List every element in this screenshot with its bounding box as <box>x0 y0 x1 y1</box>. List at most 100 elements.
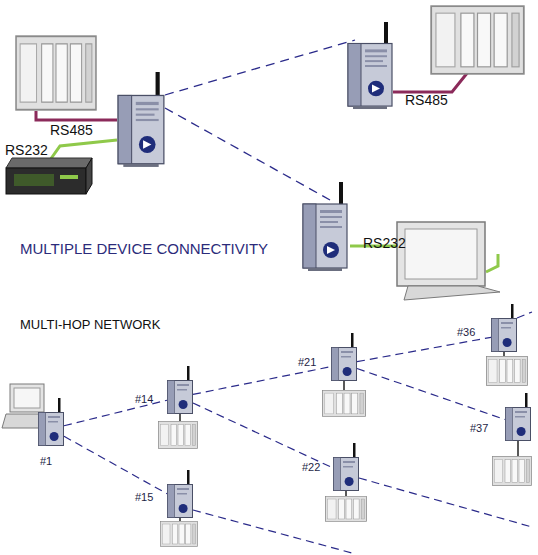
radio-modem <box>303 182 347 271</box>
modem-outline <box>491 318 517 352</box>
radio-modem-node: #36 <box>491 318 517 352</box>
computer-screen <box>405 229 477 279</box>
modem-label-strip <box>501 322 513 324</box>
radio-link <box>64 436 167 493</box>
plc-rack <box>160 521 197 546</box>
modem-logo <box>345 477 354 486</box>
modem-body <box>39 413 64 446</box>
modem-body <box>492 319 517 352</box>
modem-logo <box>517 427 526 436</box>
node-number: #37 <box>470 423 488 434</box>
device-wire <box>345 491 347 496</box>
device-wire <box>179 414 181 421</box>
rs232-cable <box>50 140 117 160</box>
modem-label-strip <box>343 466 353 468</box>
node-number: #21 <box>298 357 316 368</box>
section-heading: MULTIPLE DEVICE CONNECTIVITY <box>20 241 268 256</box>
computer-screen <box>14 388 40 408</box>
radio-modem <box>118 72 164 167</box>
plc-rack <box>493 457 532 486</box>
plc-rack <box>431 6 524 74</box>
modem-logo <box>343 367 352 376</box>
radio-link <box>357 368 505 419</box>
modem-outline <box>331 347 357 381</box>
rs485-cable <box>393 72 468 92</box>
radio-modem-node: #1 <box>38 412 64 446</box>
modem-body <box>168 381 193 414</box>
node-number: #1 <box>40 456 52 467</box>
radio-link <box>193 403 333 468</box>
modem-logo <box>50 432 59 441</box>
plc-rack <box>16 36 96 109</box>
modem-label-strip <box>48 416 60 418</box>
modem-outline <box>333 457 359 491</box>
radio-link <box>193 367 331 395</box>
antenna <box>511 304 514 319</box>
modem-label-strip <box>343 461 355 463</box>
antenna <box>351 333 354 348</box>
modem-label-strip <box>341 356 351 358</box>
radio-link <box>165 40 355 95</box>
modem-body <box>506 408 531 441</box>
modem-outline <box>167 484 193 518</box>
modem-label-strip <box>48 421 58 423</box>
plc-rack <box>159 421 198 448</box>
data-logger <box>86 158 92 194</box>
antenna <box>353 443 356 458</box>
radio-modem-node: #15 <box>167 484 193 518</box>
device-wire <box>179 518 181 521</box>
modem-outline <box>167 380 193 414</box>
data-logger <box>6 158 92 168</box>
radio-modem-node: #22 <box>333 457 359 491</box>
plc-rack <box>326 496 367 521</box>
radio-link <box>517 312 532 318</box>
modem-front <box>506 408 513 441</box>
modem-label-strip <box>177 493 187 495</box>
antenna <box>58 398 61 413</box>
data-logger <box>6 168 86 194</box>
modem-front <box>334 458 341 491</box>
modem-body <box>332 348 357 381</box>
antenna <box>525 393 528 408</box>
device-wire <box>503 352 505 356</box>
radio-modem-node: #21 <box>331 347 357 381</box>
radio-link <box>357 337 491 361</box>
modem-outline <box>505 407 531 441</box>
node-number: #14 <box>135 394 153 405</box>
link-layer <box>64 337 505 493</box>
modem-body <box>168 485 193 518</box>
modem-logo <box>179 400 188 409</box>
node-number: #15 <box>135 492 153 503</box>
modem-label-strip <box>515 416 525 418</box>
radio-modem <box>348 22 392 109</box>
rs485-cable <box>36 111 117 120</box>
modem-body <box>334 458 359 491</box>
modem-label-strip <box>501 327 511 329</box>
modem-label-strip <box>341 351 353 353</box>
computer-monitor <box>10 384 44 412</box>
device-wire <box>517 441 519 456</box>
modem-outline <box>38 412 64 446</box>
modem-label-strip <box>515 411 527 413</box>
plc-rack <box>323 390 366 416</box>
section-heading: MULTI-HOP NETWORK <box>20 318 160 331</box>
data-logger-led <box>60 175 78 179</box>
radio-link <box>165 108 330 200</box>
modem-label-strip <box>177 384 189 386</box>
rs232-cable <box>486 254 498 272</box>
modem-front <box>332 348 339 381</box>
plc-rack <box>487 357 528 386</box>
interface-label: RS232 <box>363 236 406 250</box>
computer-base <box>404 286 500 300</box>
node-number: #22 <box>302 462 320 473</box>
data-logger-panel <box>14 174 54 186</box>
antenna <box>187 366 190 381</box>
interface-label: RS485 <box>405 93 448 107</box>
modem-front <box>168 485 175 518</box>
modem-logo <box>503 338 512 347</box>
radio-modem-node: #37 <box>505 407 531 441</box>
computer-monitor <box>397 222 485 286</box>
modem-label-strip <box>177 389 187 391</box>
